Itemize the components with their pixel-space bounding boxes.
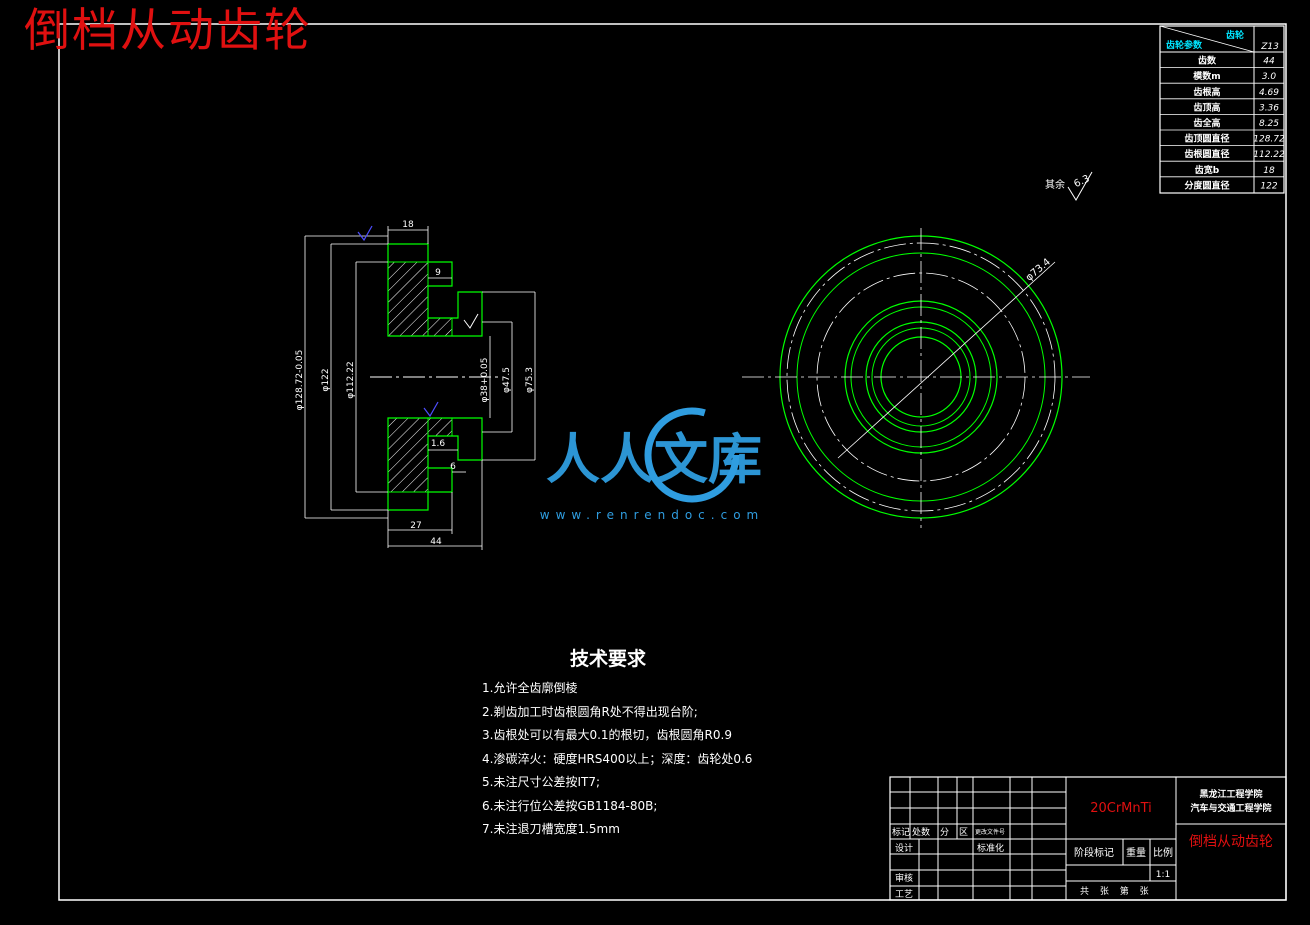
dim-44: 44 [430,537,442,547]
stage-mark-label: 阶段标记 [1074,846,1114,859]
param-value: 3.0 [1262,72,1277,82]
roughness-mark-top [357,225,373,242]
title-block-text: 20CrMnTi 黑龙江工程学院 汽车与交通工程学院 倒档从动齿轮 标记 处数 … [892,788,1273,900]
tech-requirements: 技术要求 1.允许全齿廓倒棱 2.剃齿加工时齿根圆角R处不得出现台阶; 3.齿根… [482,644,752,842]
hatch-lower-hub [427,417,453,437]
hatch-upper-rim [387,261,429,337]
watermark-url: www.renrendoc.com [540,508,764,522]
dim-dia-bore: φ38+0.05 [480,358,490,403]
row-label-mark: 标记 [892,826,910,838]
tech-item: 1.允许全齿廓倒棱 [482,681,578,695]
param-label: 齿根高 [1193,86,1220,98]
roughness-mark-hub [463,313,479,329]
param-value: 122 [1260,181,1277,191]
hatch-upper-hub [427,317,453,337]
roughness-value: 6.3 [1072,173,1091,190]
title-block [889,776,1287,901]
tech-item: 4.渗碳淬火：硬度HRS400以上；深度：齿轮处0.6 [482,751,753,766]
tech-item: 5.未注尺寸公差按IT7; [482,775,600,789]
row-label-zone: 区 [959,827,968,838]
tech-item: 6.未注行位公差按GB1184-80B; [482,798,658,813]
param-header-label: 齿轮参数 [1166,39,1203,51]
scale-value: 1:1 [1156,870,1170,880]
drawing-title: 倒档从动齿轮 [24,3,312,57]
dim-dia-128: φ128.72-0.05 [295,350,305,411]
param-value: 44 [1263,57,1275,67]
drawing-frame [58,23,1287,901]
tech-title: 技术要求 [570,648,647,670]
roughness-symbol [1067,171,1093,201]
dim-dia-122: φ122 [321,368,331,391]
param-label: 齿顶圆直径 [1184,133,1229,145]
param-header-value: Z13 [1260,42,1279,52]
param-label: 齿宽b [1195,164,1220,176]
roughness-label: 其余 [1045,178,1065,191]
row-label-count: 处数 [912,826,930,838]
design-label: 设计 [895,842,913,854]
param-label: 齿根圆直径 [1184,148,1229,160]
row-label-change: 更改文件号 [975,828,1005,836]
dim-dia-112: φ112.22 [346,361,356,398]
dim-6: 6 [450,462,456,472]
watermark: 人人文库 www.renrendoc.com [540,407,764,522]
dim-27: 27 [410,521,421,531]
school-line1: 黑龙江工程学院 [1199,788,1262,800]
process-label: 工艺 [895,889,913,900]
param-table: 齿数 44 模数m 3.0 齿根高 4.69 齿顶高 3.36 齿全高 8.25 齿顶圆直径 128.… [1159,25,1285,194]
tech-item: 7.未注退刀槽宽度1.5mm [482,822,620,836]
review-label: 审核 [895,872,913,884]
section-view: 18 9 1.6 6 27 44 φ128.72-0.05 φ122 φ112.… [295,220,536,550]
watermark-brand: 人人文库 [546,428,762,491]
param-label: 分度圆直径 [1184,179,1229,191]
leader-dia-73 [837,261,1056,459]
school-line2: 汽车与交通工程学院 [1190,802,1271,814]
material-text: 20CrMnTi [1090,801,1152,816]
param-header-name: 齿轮 [1226,29,1244,41]
dim-dia-73: φ73.4 [1024,257,1053,284]
param-value: 4.69 [1259,88,1279,98]
dim-dia-75: φ75.3 [525,367,535,393]
row-label-div: 分 [940,827,949,838]
hatch-lower-rim [387,417,429,493]
part-name-text: 倒档从动齿轮 [1189,834,1273,850]
roughness-mark-bore [423,401,439,418]
watermark-ring [644,407,740,503]
param-label: 模数m [1193,70,1220,82]
param-label: 齿顶高 [1193,101,1220,113]
sheets-label: 共 张 第 张 [1080,885,1153,897]
front-view: φ73.4 [742,228,1090,528]
dim-dia-47: φ47.5 [502,367,512,393]
dim-1-6: 1.6 [431,439,446,449]
tech-item: 3.齿根处可以有最大0.1的根切，齿根圆角R0.9 [482,728,732,742]
weight-label: 重量 [1126,846,1146,859]
param-value: 8.25 [1259,119,1279,129]
scale-label: 比例 [1153,846,1173,859]
dim-18: 18 [402,220,414,230]
param-value: 112.22 [1253,150,1285,160]
param-label: 齿全高 [1193,117,1220,129]
param-value: 3.36 [1259,103,1279,113]
dim-9: 9 [435,268,441,278]
param-label: 齿数 [1198,55,1217,67]
tech-item: 2.剃齿加工时齿根圆角R处不得出现台阶; [482,704,698,719]
param-value: 18 [1263,166,1275,176]
standardize-label: 标准化 [977,842,1004,854]
param-value: 128.72 [1253,135,1285,145]
